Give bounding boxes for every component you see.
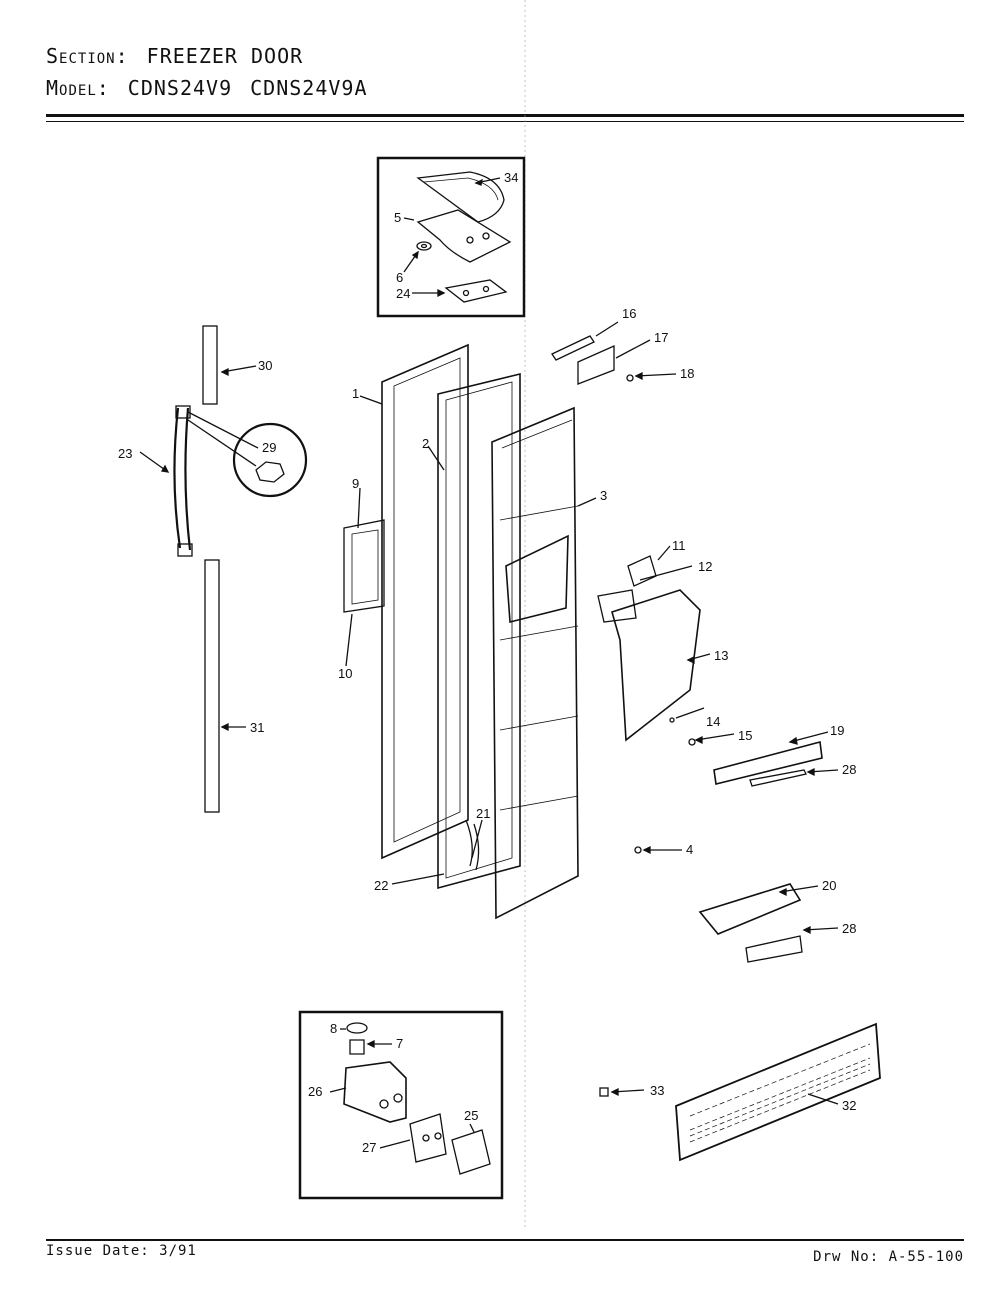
callout-29: 29 bbox=[262, 440, 276, 455]
callout-9: 9 bbox=[352, 476, 359, 491]
detail-circle-29 bbox=[232, 422, 308, 498]
screw-15 bbox=[688, 738, 696, 746]
trim-28a bbox=[749, 769, 807, 787]
wire-21 bbox=[465, 819, 473, 867]
callout-16: 16 bbox=[622, 306, 636, 321]
callout-15: 15 bbox=[738, 728, 752, 743]
callout-23: 23 bbox=[118, 446, 132, 461]
nut-29 bbox=[255, 461, 285, 483]
callout-30: 30 bbox=[258, 358, 272, 373]
callout-7: 7 bbox=[396, 1036, 403, 1051]
trim-28b bbox=[745, 935, 803, 963]
callout-26: 26 bbox=[308, 1084, 322, 1099]
callout-28b: 28 bbox=[842, 921, 856, 936]
plug-4 bbox=[634, 846, 642, 854]
callout-labels: 1 2 3 4 5 6 7 8 9 10 11 12 13 14 15 16 1… bbox=[118, 170, 856, 1155]
callout-25: 25 bbox=[464, 1108, 478, 1123]
issue-date: Issue Date: 3/91 bbox=[46, 1243, 197, 1259]
header-rule-thin bbox=[46, 121, 964, 122]
callout-1: 1 bbox=[352, 386, 359, 401]
door-gasket-2 bbox=[437, 372, 521, 890]
callout-8: 8 bbox=[330, 1021, 337, 1036]
dispenser-housing-13 bbox=[611, 589, 701, 742]
callout-3: 3 bbox=[600, 488, 607, 503]
callout-19: 19 bbox=[830, 723, 844, 738]
model-number-2: CDNS24V9A bbox=[250, 76, 368, 100]
handle-parts bbox=[139, 325, 308, 813]
screw-14 bbox=[669, 717, 675, 723]
model-number-1: CDNS24V9 bbox=[127, 76, 233, 100]
dispenser-frame-9 bbox=[343, 519, 385, 613]
washer-6 bbox=[416, 241, 432, 251]
callout-13: 13 bbox=[714, 648, 728, 663]
top-hinge-inset bbox=[376, 156, 526, 318]
bushing-7 bbox=[349, 1039, 365, 1055]
hinge-plate-25 bbox=[451, 1129, 491, 1175]
shim-27 bbox=[409, 1113, 447, 1163]
bin-19 bbox=[713, 740, 823, 785]
chute-12 bbox=[597, 589, 637, 623]
header-rule-thick bbox=[46, 114, 964, 117]
hinge-cover-34 bbox=[416, 171, 505, 223]
section-line: Section: FREEZER DOOR bbox=[46, 44, 321, 68]
bottom-hinge-26 bbox=[343, 1061, 407, 1123]
door-assembly bbox=[343, 343, 597, 920]
door-panel-1 bbox=[381, 343, 469, 860]
washer-8 bbox=[346, 1022, 368, 1034]
kick-plate bbox=[599, 1022, 881, 1162]
callout-24: 24 bbox=[396, 286, 410, 301]
callout-10: 10 bbox=[338, 666, 352, 681]
callout-14: 14 bbox=[706, 714, 720, 729]
bin-20 bbox=[698, 883, 802, 935]
footer-rule bbox=[46, 1239, 964, 1241]
screw-33 bbox=[599, 1087, 609, 1097]
callout-22: 22 bbox=[374, 878, 388, 893]
model-label: Model: bbox=[46, 76, 110, 100]
section-label: Section: bbox=[46, 44, 129, 68]
switch-16 bbox=[551, 335, 595, 361]
callout-6: 6 bbox=[396, 270, 403, 285]
bracket-17 bbox=[577, 344, 615, 385]
section-value: FREEZER DOOR bbox=[146, 44, 304, 68]
model-line: Model: CDNS24V9 CDNS24V9A bbox=[46, 76, 386, 100]
callout-32: 32 bbox=[842, 1098, 856, 1113]
screw-18 bbox=[626, 374, 634, 382]
shim-24 bbox=[444, 279, 508, 303]
callout-31: 31 bbox=[250, 720, 264, 735]
bottom-hinge-inset bbox=[298, 1010, 504, 1200]
kick-plate-32 bbox=[675, 1022, 881, 1162]
drawing-number: Drw No: A-55-100 bbox=[813, 1249, 964, 1265]
lever-11 bbox=[627, 555, 657, 587]
callout-4: 4 bbox=[686, 842, 693, 857]
callout-28a: 28 bbox=[842, 762, 856, 777]
callout-17: 17 bbox=[654, 330, 668, 345]
callout-21: 21 bbox=[476, 806, 490, 821]
callout-34: 34 bbox=[504, 170, 518, 185]
callout-20: 20 bbox=[822, 878, 836, 893]
trim-strip-30 bbox=[202, 325, 218, 405]
callout-12: 12 bbox=[698, 559, 712, 574]
top-hinge bbox=[416, 209, 512, 263]
callout-18: 18 bbox=[680, 366, 694, 381]
callout-5: 5 bbox=[394, 210, 401, 225]
callout-27: 27 bbox=[362, 1140, 376, 1155]
trim-strip-31 bbox=[204, 559, 220, 813]
dispenser-opening bbox=[505, 534, 569, 624]
right-parts bbox=[551, 321, 839, 963]
callout-33: 33 bbox=[650, 1083, 664, 1098]
callout-2: 2 bbox=[422, 436, 429, 451]
callout-11: 11 bbox=[672, 538, 686, 553]
door-handle-23 bbox=[173, 407, 192, 551]
door-liner-3 bbox=[491, 406, 579, 920]
